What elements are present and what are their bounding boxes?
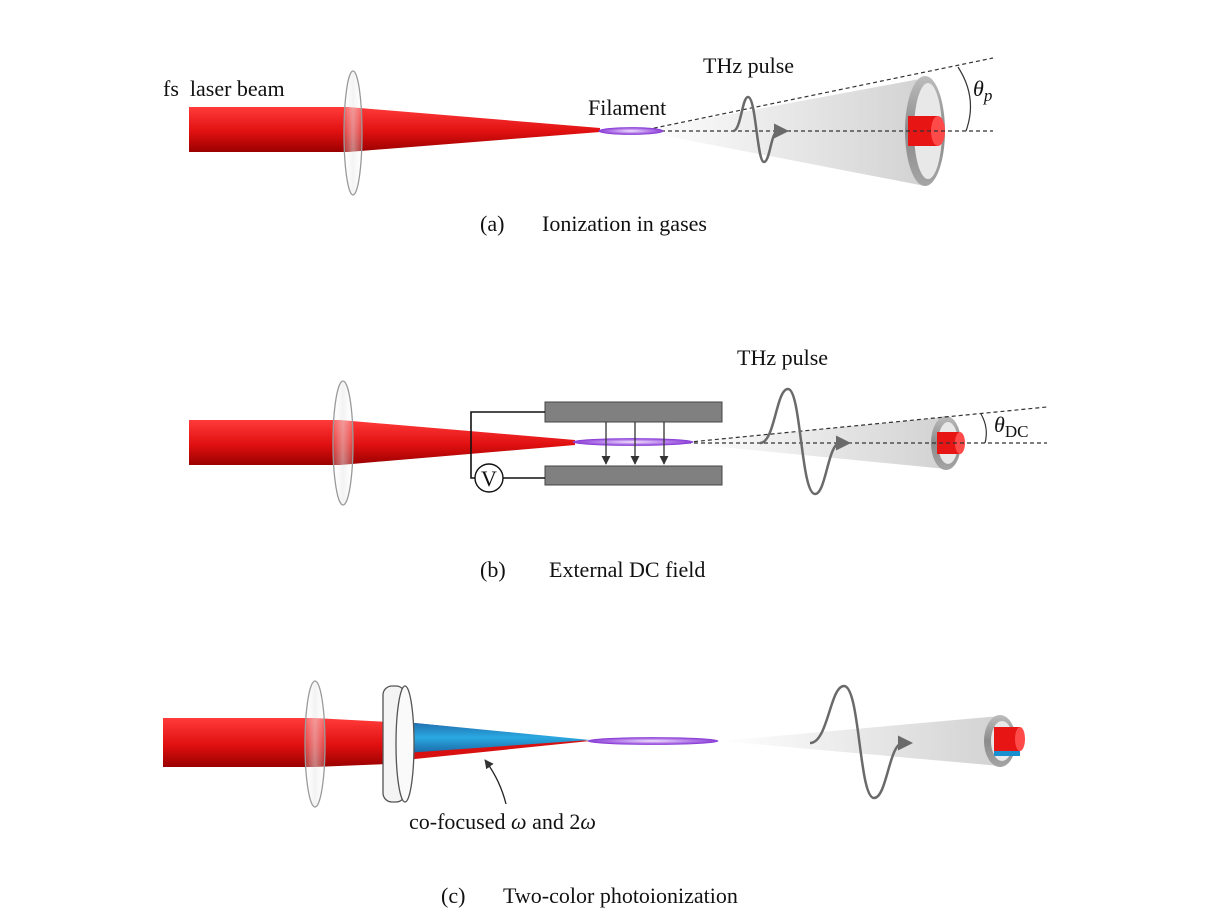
focusing-cone bbox=[314, 718, 388, 767]
focusing-cone bbox=[340, 420, 575, 465]
beam-label: fs laser beam bbox=[163, 76, 285, 101]
thz-pulse-label: THz pulse bbox=[703, 53, 794, 78]
blue-focusing-cone bbox=[405, 722, 590, 753]
laser-beam bbox=[163, 718, 315, 767]
filament bbox=[598, 127, 664, 135]
pointer-arrow bbox=[484, 759, 507, 805]
lens bbox=[332, 380, 354, 506]
panel-a: fs laser beam THz pulse Filament θp (a) … bbox=[163, 53, 994, 236]
laser-beam bbox=[189, 107, 349, 152]
filament-label: Filament bbox=[588, 95, 666, 120]
circuit-wire bbox=[470, 411, 545, 479]
divergence-line bbox=[679, 406, 1048, 444]
caption-text-c: Two-color photoionization bbox=[503, 883, 738, 908]
angle-arc bbox=[957, 66, 972, 132]
caption-letter-c: (c) bbox=[441, 883, 465, 908]
caption-letter-b: (b) bbox=[480, 557, 506, 582]
angle-theta-p: θp bbox=[973, 76, 992, 105]
filament bbox=[572, 438, 694, 446]
lens bbox=[343, 70, 363, 196]
focusing-cone bbox=[348, 107, 600, 152]
angle-theta-dc: θDC bbox=[994, 412, 1028, 441]
laser-beam bbox=[189, 420, 341, 465]
cofocus-label: co-focused ω and 2ω bbox=[409, 809, 596, 834]
caption-text-b: External DC field bbox=[549, 557, 705, 582]
bottom-electrode bbox=[544, 465, 723, 486]
filament bbox=[587, 737, 719, 745]
thz-waveform bbox=[809, 684, 913, 800]
voltage-source bbox=[474, 463, 504, 493]
angle-arc bbox=[980, 413, 987, 444]
blue-core bbox=[994, 748, 1020, 756]
thz-waveform bbox=[759, 387, 851, 496]
beam-core-face bbox=[1015, 727, 1025, 751]
thz-pulse-label: THz pulse bbox=[737, 345, 828, 370]
caption-letter-a: (a) bbox=[480, 211, 504, 236]
lens bbox=[304, 680, 326, 808]
thz-waveform bbox=[732, 95, 789, 164]
panel-c: co-focused ω and 2ω (c) Two-color photoi… bbox=[163, 680, 1025, 908]
top-electrode bbox=[544, 401, 723, 423]
caption-text-a: Ionization in gases bbox=[542, 211, 707, 236]
voltage-label: V bbox=[481, 466, 497, 491]
panel-b: V THz pulse θDC (b) External DC field bbox=[189, 345, 1048, 582]
bbo-crystal-face bbox=[395, 685, 415, 803]
